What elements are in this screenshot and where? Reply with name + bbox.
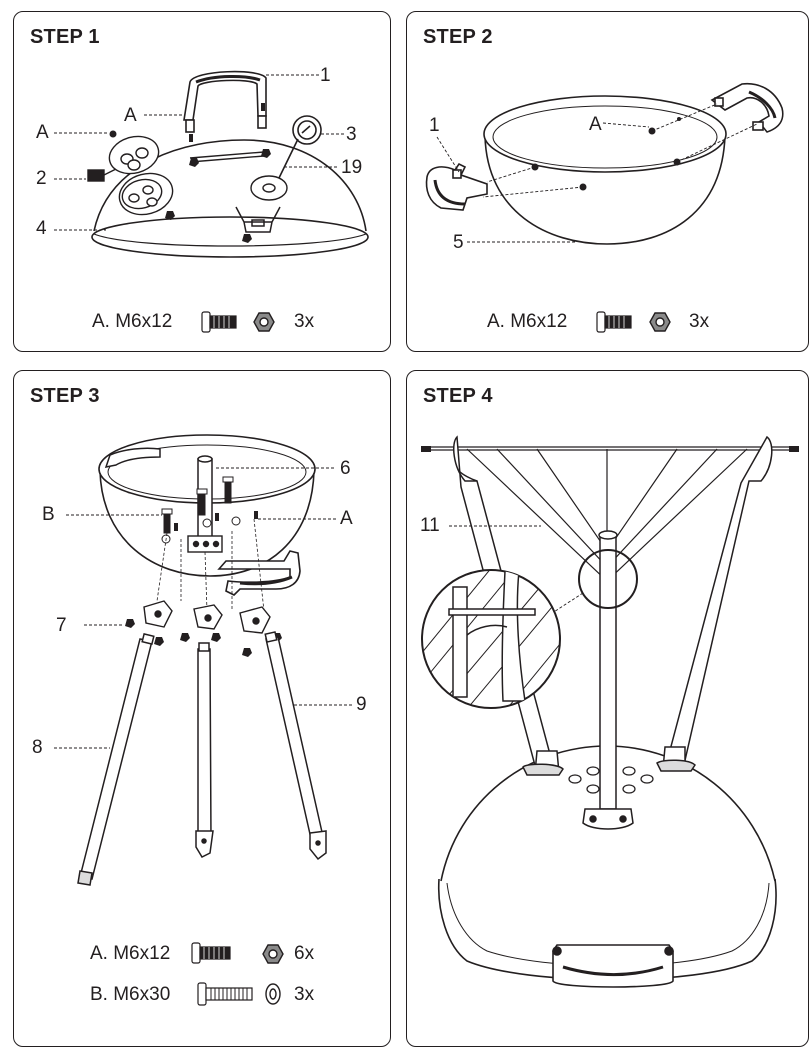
center-tube <box>582 530 634 830</box>
callout-1: 1 <box>429 115 440 136</box>
washer-icon <box>265 983 281 1005</box>
lid-rim <box>91 216 369 258</box>
callout-19: 19 <box>341 157 363 178</box>
detail-highlight-circle <box>578 549 638 609</box>
rack-end-right <box>789 446 799 452</box>
bowl-handle-right <box>710 82 784 133</box>
bolt-m6x12-icon <box>596 311 632 333</box>
callout-9: 9 <box>356 694 367 715</box>
step-4-drawing <box>421 435 799 988</box>
nut-icon <box>649 312 671 332</box>
step-2-panel: STEP 2 <box>406 11 809 352</box>
step-2-title: STEP 2 <box>423 26 493 48</box>
callout-a: A <box>340 508 353 529</box>
callout-a: A <box>589 114 602 135</box>
screws <box>109 103 271 243</box>
callout-a-left: A <box>36 122 49 143</box>
leader-lines <box>436 103 758 243</box>
bowl-handle <box>552 944 674 988</box>
hardware-label-a: A. M6x12 <box>92 311 173 332</box>
step-1-drawing <box>54 70 369 333</box>
callout-b: B <box>42 504 55 525</box>
step-1-title: STEP 1 <box>30 26 100 48</box>
step-3-drawing <box>54 434 354 1006</box>
bolt-m6x12-icon <box>201 311 237 333</box>
callout-3: 3 <box>346 124 357 145</box>
step-2-drawing <box>425 82 784 333</box>
callout-8: 8 <box>32 737 43 758</box>
vent-holes <box>568 766 654 794</box>
leg-top-brackets <box>143 600 271 634</box>
legs <box>77 631 327 886</box>
bolts-m6x30 <box>161 476 234 534</box>
bowl-handle-left <box>425 162 488 211</box>
rack-end-left <box>421 446 431 452</box>
bowl-rim <box>483 95 727 173</box>
callout-5: 5 <box>453 232 464 253</box>
step-3-panel: STEP 3 <box>13 370 391 1047</box>
vent-upper <box>87 135 160 182</box>
callout-a-upper: A <box>124 105 137 126</box>
step-1-panel: STEP 1 <box>13 11 391 352</box>
callout-11: 11 <box>420 515 440 536</box>
bowl-handle-front <box>217 550 301 596</box>
bowl-handle-top <box>104 447 161 468</box>
hardware-qty-b: 3x <box>294 984 315 1005</box>
lid-handle <box>183 70 267 133</box>
hardware-label-b: B. M6x30 <box>90 984 171 1005</box>
callout-4: 4 <box>36 218 47 239</box>
hardware-qty-a: 3x <box>294 311 315 332</box>
callout-6: 6 <box>340 458 351 479</box>
step-4-panel: STEP 4 <box>406 370 809 1047</box>
leg-bracket <box>187 535 223 553</box>
heat-shield <box>189 151 288 201</box>
hardware-label-a: A. M6x12 <box>90 943 171 964</box>
callout-2: 2 <box>36 168 47 189</box>
lid-hanger-bracket <box>235 206 281 233</box>
step-4-title: STEP 4 <box>423 385 493 407</box>
callout-7: 7 <box>56 615 67 636</box>
callout-1: 1 <box>320 65 331 86</box>
bolt-m6x30-icon <box>197 982 253 1006</box>
hardware-qty-a: 3x <box>689 311 710 332</box>
vent-lower <box>118 172 174 216</box>
leader-lines <box>54 467 354 749</box>
hardware-label-a: A. M6x12 <box>487 311 568 332</box>
leader-lines <box>54 74 344 231</box>
nut-icon <box>262 944 284 964</box>
nut-icon <box>253 312 275 332</box>
step-3-title: STEP 3 <box>30 385 100 407</box>
detail-magnified-view <box>421 569 561 709</box>
nuts <box>125 619 282 657</box>
hardware-qty-a: 6x <box>294 943 315 964</box>
bolt-m6x12-icon <box>191 942 231 964</box>
thermometer <box>278 115 322 179</box>
